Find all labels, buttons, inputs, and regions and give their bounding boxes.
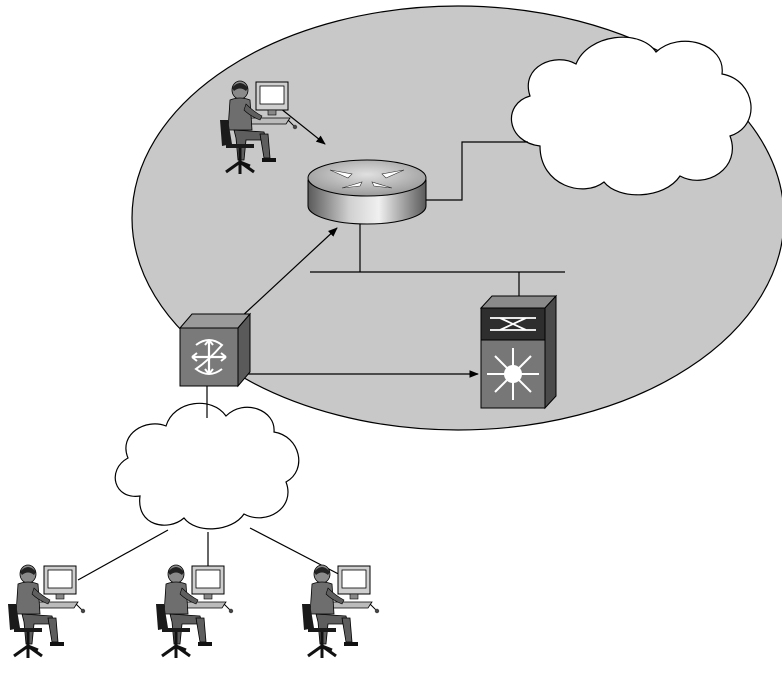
edge-cloud-to-user-1	[77, 529, 169, 581]
multilayer-switch-icon	[479, 294, 558, 410]
router-icon	[307, 159, 427, 225]
edge-router-to-internet	[426, 141, 528, 201]
edge-cloud-to-user-3	[249, 527, 351, 581]
edge-access-to-router	[239, 227, 338, 319]
remote-workstation-1-icon	[6, 563, 87, 660]
internet-cloud-icon	[510, 36, 752, 196]
remote-workstation-2-icon	[154, 563, 235, 660]
access-server-icon	[178, 312, 252, 388]
remote-cloud-icon	[114, 402, 300, 530]
edge-admin-to-router	[274, 103, 326, 145]
remote-workstation-3-icon	[300, 563, 381, 660]
